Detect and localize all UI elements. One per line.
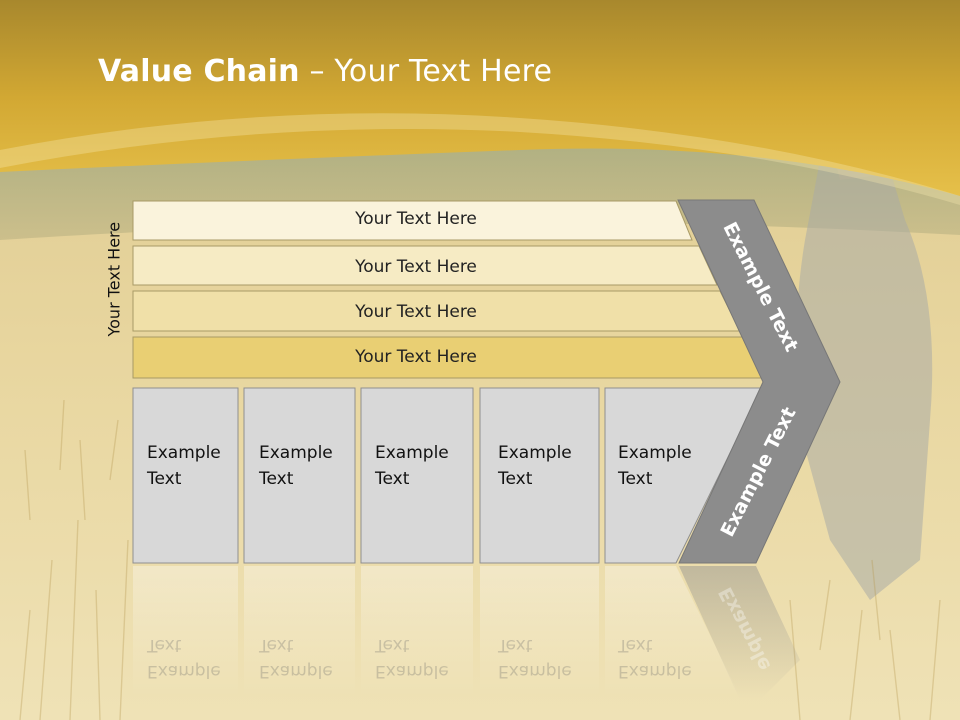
- box-2: [243, 387, 356, 564]
- arrow-reflection-wrap: Example: [690, 584, 800, 675]
- box-3-line2: Text: [375, 469, 410, 489]
- band-2: [132, 245, 718, 286]
- box-5-line2: Text: [618, 469, 653, 489]
- box-5-label: Example Text: [618, 440, 692, 492]
- band-1-label: Your Text Here: [355, 209, 477, 229]
- box-4-line2: Text: [498, 469, 533, 489]
- box-3: [360, 387, 474, 564]
- title-bold: Value Chain: [98, 54, 300, 89]
- chevron-arrow: [677, 199, 841, 564]
- band-4-label: Your Text Here: [355, 347, 477, 367]
- reflection: [133, 566, 800, 700]
- box-5: [604, 387, 763, 564]
- band-1: [132, 200, 693, 241]
- slide-title: Value Chain – Your Text Here: [98, 54, 552, 89]
- box-4-label: Example Text: [498, 440, 572, 492]
- box-3-label: Example Text: [375, 440, 449, 492]
- box-4: [479, 387, 600, 564]
- box-5-line1: Example: [618, 443, 692, 463]
- box-2-line2: Text: [259, 469, 294, 489]
- box-1-line2: Text: [147, 469, 182, 489]
- band-3-label: Your Text Here: [355, 302, 477, 322]
- box-2-line1: Example: [259, 443, 333, 463]
- box-3-line1: Example: [375, 443, 449, 463]
- title-rest: – Your Text Here: [299, 54, 553, 89]
- box-2-label: Example Text: [259, 440, 333, 492]
- box-4-line1: Example: [498, 443, 572, 463]
- box-1-line1: Example: [147, 443, 221, 463]
- band-2-label: Your Text Here: [355, 257, 477, 277]
- arrow-upper-wrap: Example Text: [690, 219, 830, 356]
- box-1: [132, 387, 239, 564]
- arrow-lower-wrap: Example Text: [688, 404, 828, 541]
- box-1-label: Example Text: [147, 440, 221, 492]
